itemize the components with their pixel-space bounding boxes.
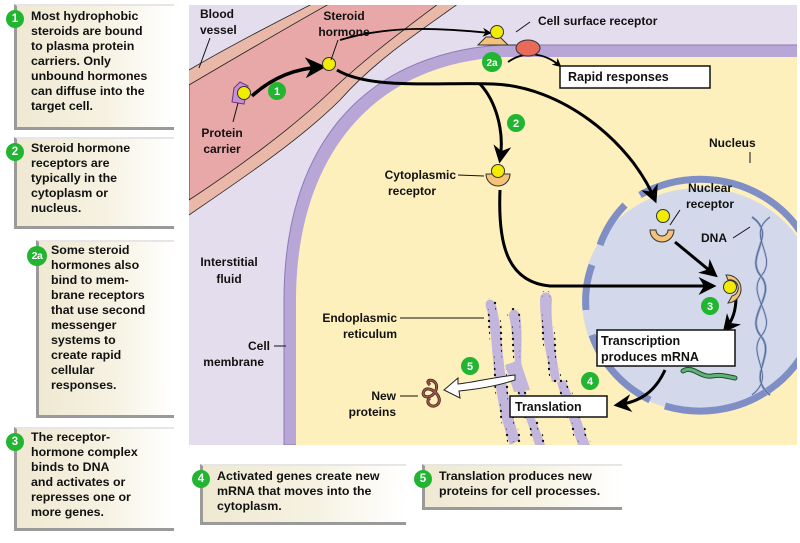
caption-badge-4: 4 — [192, 470, 210, 488]
arrow-to-surface-receptor — [339, 27, 492, 41]
svg-text:2a: 2a — [486, 58, 498, 69]
label-steroid-hormone-2: hormone — [318, 25, 370, 39]
label-new-proteins-2: proteins — [349, 405, 397, 419]
arrow-carrier-to-free-hormone — [250, 57, 327, 98]
svg-text:1: 1 — [274, 86, 280, 98]
nuclear-receptor — [649, 229, 675, 243]
label-interstitial-fluid-1: Interstitial — [200, 255, 257, 269]
step-badge-4: 4 — [581, 372, 599, 390]
label-cell-surface-receptor: Cell surface receptor — [538, 14, 658, 28]
arrow-to-cytoplasmic-receptor — [478, 82, 512, 164]
label-protein-carrier-2: carrier — [203, 142, 241, 156]
transcription-box — [596, 329, 736, 367]
arrow-hormone-into-cell — [336, 68, 494, 86]
arrow-to-nuclear-receptor — [492, 82, 658, 204]
caption-badge-2a: 2a — [27, 246, 47, 266]
svg-text:4: 4 — [587, 376, 594, 388]
receptor-hormone-complex — [725, 274, 742, 304]
label-protein-carrier-1: Protein — [201, 126, 242, 140]
nuclear-hormone — [656, 209, 670, 223]
label-er-2: reticulum — [343, 327, 397, 341]
step-badge-2a: 2a — [482, 52, 502, 72]
label-cell-membrane-1: Cell — [248, 339, 270, 353]
cytoplasmic-hormone — [491, 164, 505, 178]
label-cell-membrane-2: membrane — [203, 355, 264, 369]
step-badge-2: 2 — [507, 114, 525, 132]
label-blood-vessel-2: vessel — [200, 23, 237, 37]
arrow-to-translation — [613, 369, 667, 413]
label-nucleus: Nucleus — [709, 136, 756, 150]
step-badge-5: 5 — [461, 357, 479, 375]
bound-hormone — [237, 86, 251, 100]
caption-badge-2: 2 — [6, 143, 24, 161]
dna-helix — [751, 215, 771, 396]
blood-vessel-lumen — [189, 5, 438, 201]
arrow-nuclear-receptor-to-dna — [674, 240, 718, 278]
label-nuclear-receptor-1: Nuclear — [688, 181, 732, 195]
arrow-cytoplasmic-complex-to-dna — [498, 189, 717, 295]
rapid-responses-box — [559, 65, 711, 89]
surface-bound-hormone — [490, 25, 504, 39]
label-er-1: Endoplasmic — [322, 311, 397, 325]
label-rapid-responses: Rapid responses — [568, 70, 669, 84]
svg-text:5: 5 — [467, 361, 473, 373]
cell-surface-receptor — [476, 36, 516, 46]
step-badge-1: 1 — [268, 82, 286, 100]
label-transcription-1: Transcription — [601, 334, 680, 348]
label-interstitial-fluid-2: fluid — [216, 272, 241, 286]
label-translation: Translation — [515, 400, 582, 414]
svg-text:2: 2 — [513, 118, 519, 130]
arrow-to-new-proteins — [443, 374, 516, 399]
label-nuclear-receptor-2: receptor — [686, 197, 734, 211]
label-cytoplasmic-receptor-1: Cytoplasmic — [385, 168, 457, 182]
label-blood-vessel-1: Blood — [200, 7, 234, 21]
label-transcription-2: produces mRNA — [601, 350, 699, 364]
label-cytoplasmic-receptor-2: receptor — [388, 184, 436, 198]
step-badge-3: 3 — [701, 297, 719, 315]
caption-badge-5: 5 — [414, 470, 432, 488]
label-dna: DNA — [701, 231, 727, 245]
nucleus — [582, 175, 797, 415]
svg-text:3: 3 — [707, 301, 713, 313]
caption-badge-1: 1 — [6, 10, 24, 28]
translation-box — [509, 395, 608, 418]
label-new-proteins-1: New — [371, 389, 396, 403]
label-steroid-hormone-1: Steroid — [323, 9, 364, 23]
second-messenger-protein — [515, 39, 541, 57]
steroid-hormone — [322, 57, 336, 71]
cytoplasmic-receptor — [485, 173, 511, 187]
caption-badge-3: 3 — [6, 433, 24, 451]
